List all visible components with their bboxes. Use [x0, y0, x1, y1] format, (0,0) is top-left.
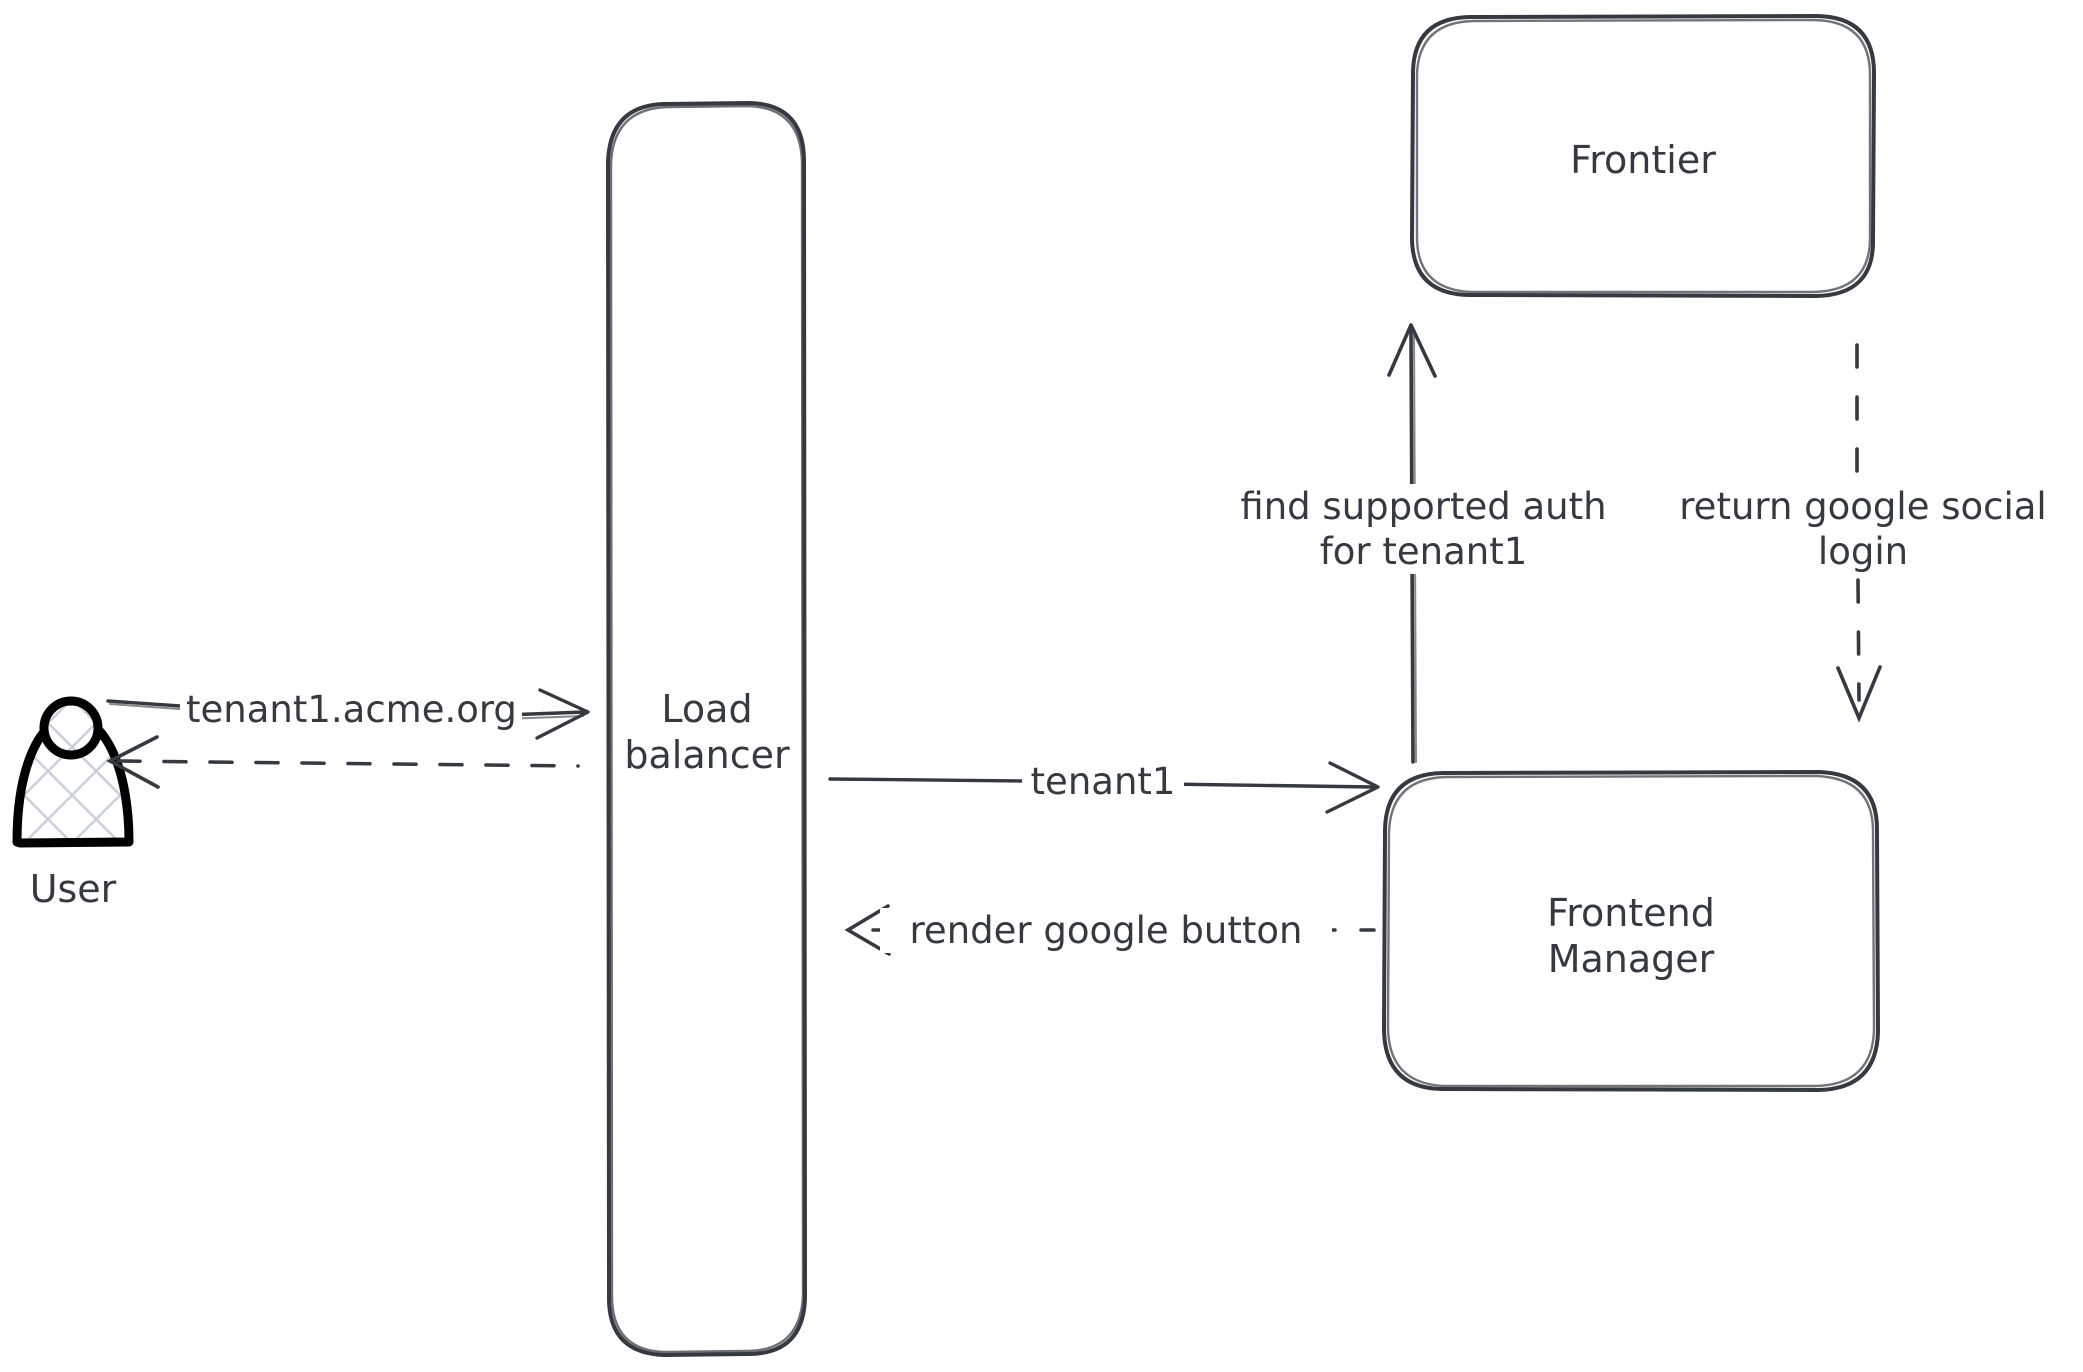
node-shape-frontend-manager — [1382, 770, 1880, 1092]
node-shape-frontier — [1410, 14, 1876, 298]
edge-frontier-to-fm — [1836, 343, 1882, 723]
actor-user-icon — [12, 696, 134, 848]
node-shape-load-balancer — [606, 101, 807, 1357]
edge-fm-to-frontier — [1387, 323, 1437, 764]
edge-fm-to-lb — [844, 904, 1376, 956]
edge-user-to-lb — [106, 688, 590, 740]
edge-lb-to-fm — [828, 761, 1380, 814]
edge-lb-to-user — [106, 735, 580, 789]
